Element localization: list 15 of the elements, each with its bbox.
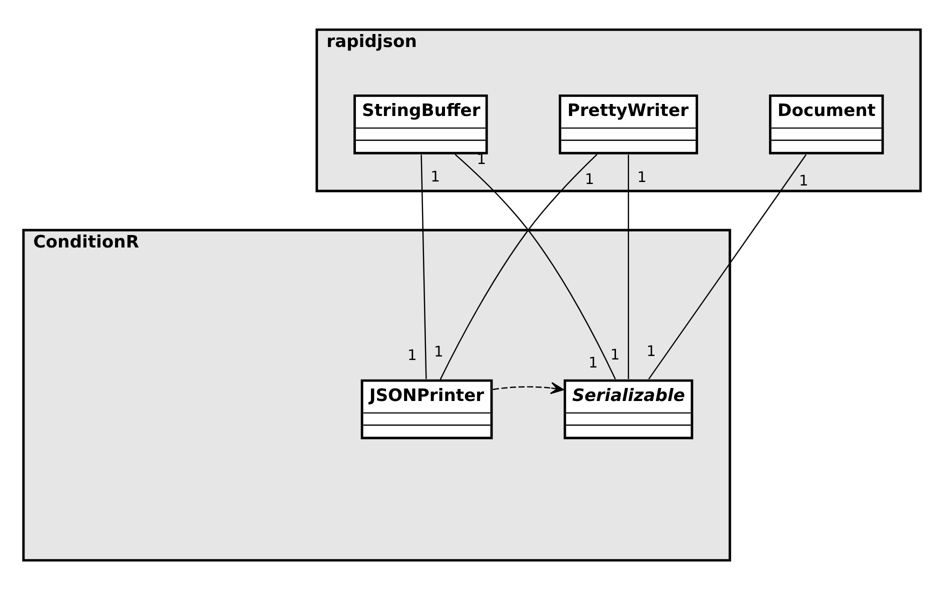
- node-label: 1: [588, 354, 598, 372]
- connector: [648, 154, 806, 380]
- node-label: 1: [637, 168, 647, 186]
- node-label: 1: [798, 172, 808, 190]
- connector: [440, 154, 598, 380]
- connector: [420, 154, 427, 380]
- connector: [628, 154, 630, 380]
- connector: [454, 154, 616, 380]
- node-label: 1: [584, 171, 594, 188]
- node-label: 1: [430, 168, 440, 186]
- node-label: 1: [408, 346, 417, 364]
- node-label: 1: [434, 343, 444, 360]
- node-label: 1: [646, 343, 656, 360]
- node-label: 1: [610, 346, 620, 364]
- arrow: [492, 382, 564, 394]
